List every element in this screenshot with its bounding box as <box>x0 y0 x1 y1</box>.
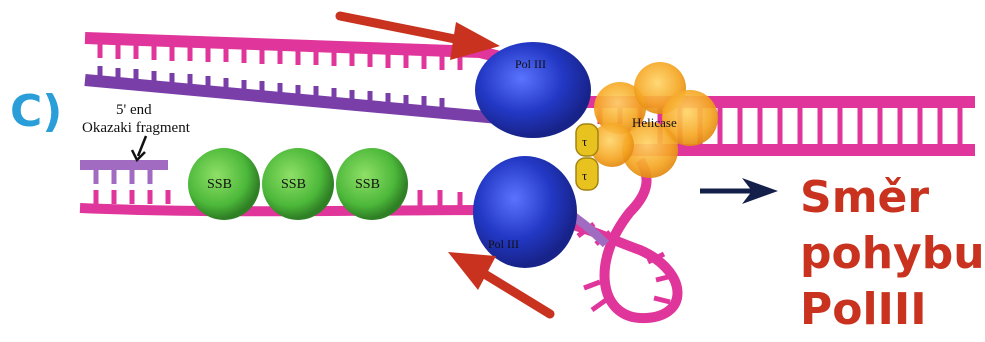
ssb-1-label: SSB <box>207 177 232 192</box>
tau-bottom-label: τ <box>582 168 587 183</box>
red-arrow-top <box>335 11 500 60</box>
caption-line-3: PolIII <box>800 284 927 335</box>
okazaki-fragment <box>80 160 168 184</box>
direction-caption: Směr pohybu PolIII <box>800 170 985 338</box>
ssb-1 <box>188 148 260 220</box>
ssb-2 <box>262 148 334 220</box>
panel-label: C) <box>10 86 63 137</box>
pol-iii-bottom <box>473 156 577 268</box>
five-prime-label: 5' end <box>116 102 152 118</box>
helicase-label: Helicase <box>632 115 677 130</box>
ssb-3-label: SSB <box>355 177 380 192</box>
okazaki-label: Okazaki fragment <box>82 120 191 136</box>
red-arrow-bottom <box>448 252 555 319</box>
caption-line-1: Směr <box>800 172 930 223</box>
tau-subunit-bottom <box>575 157 599 191</box>
helicase <box>590 62 718 178</box>
direction-arrow-icon <box>700 178 778 204</box>
ssb-2-label: SSB <box>281 177 306 192</box>
pol-iii-top <box>475 42 591 138</box>
okazaki-pointer-arrow <box>130 135 148 163</box>
tau-top-label: τ <box>582 134 587 149</box>
ssb-3 <box>336 148 408 220</box>
tau-subunit-top <box>575 123 599 157</box>
pol-iii-bottom-label: Pol III <box>488 237 519 251</box>
caption-line-2: pohybu <box>800 228 985 279</box>
pol-iii-top-label: Pol III <box>515 57 546 71</box>
